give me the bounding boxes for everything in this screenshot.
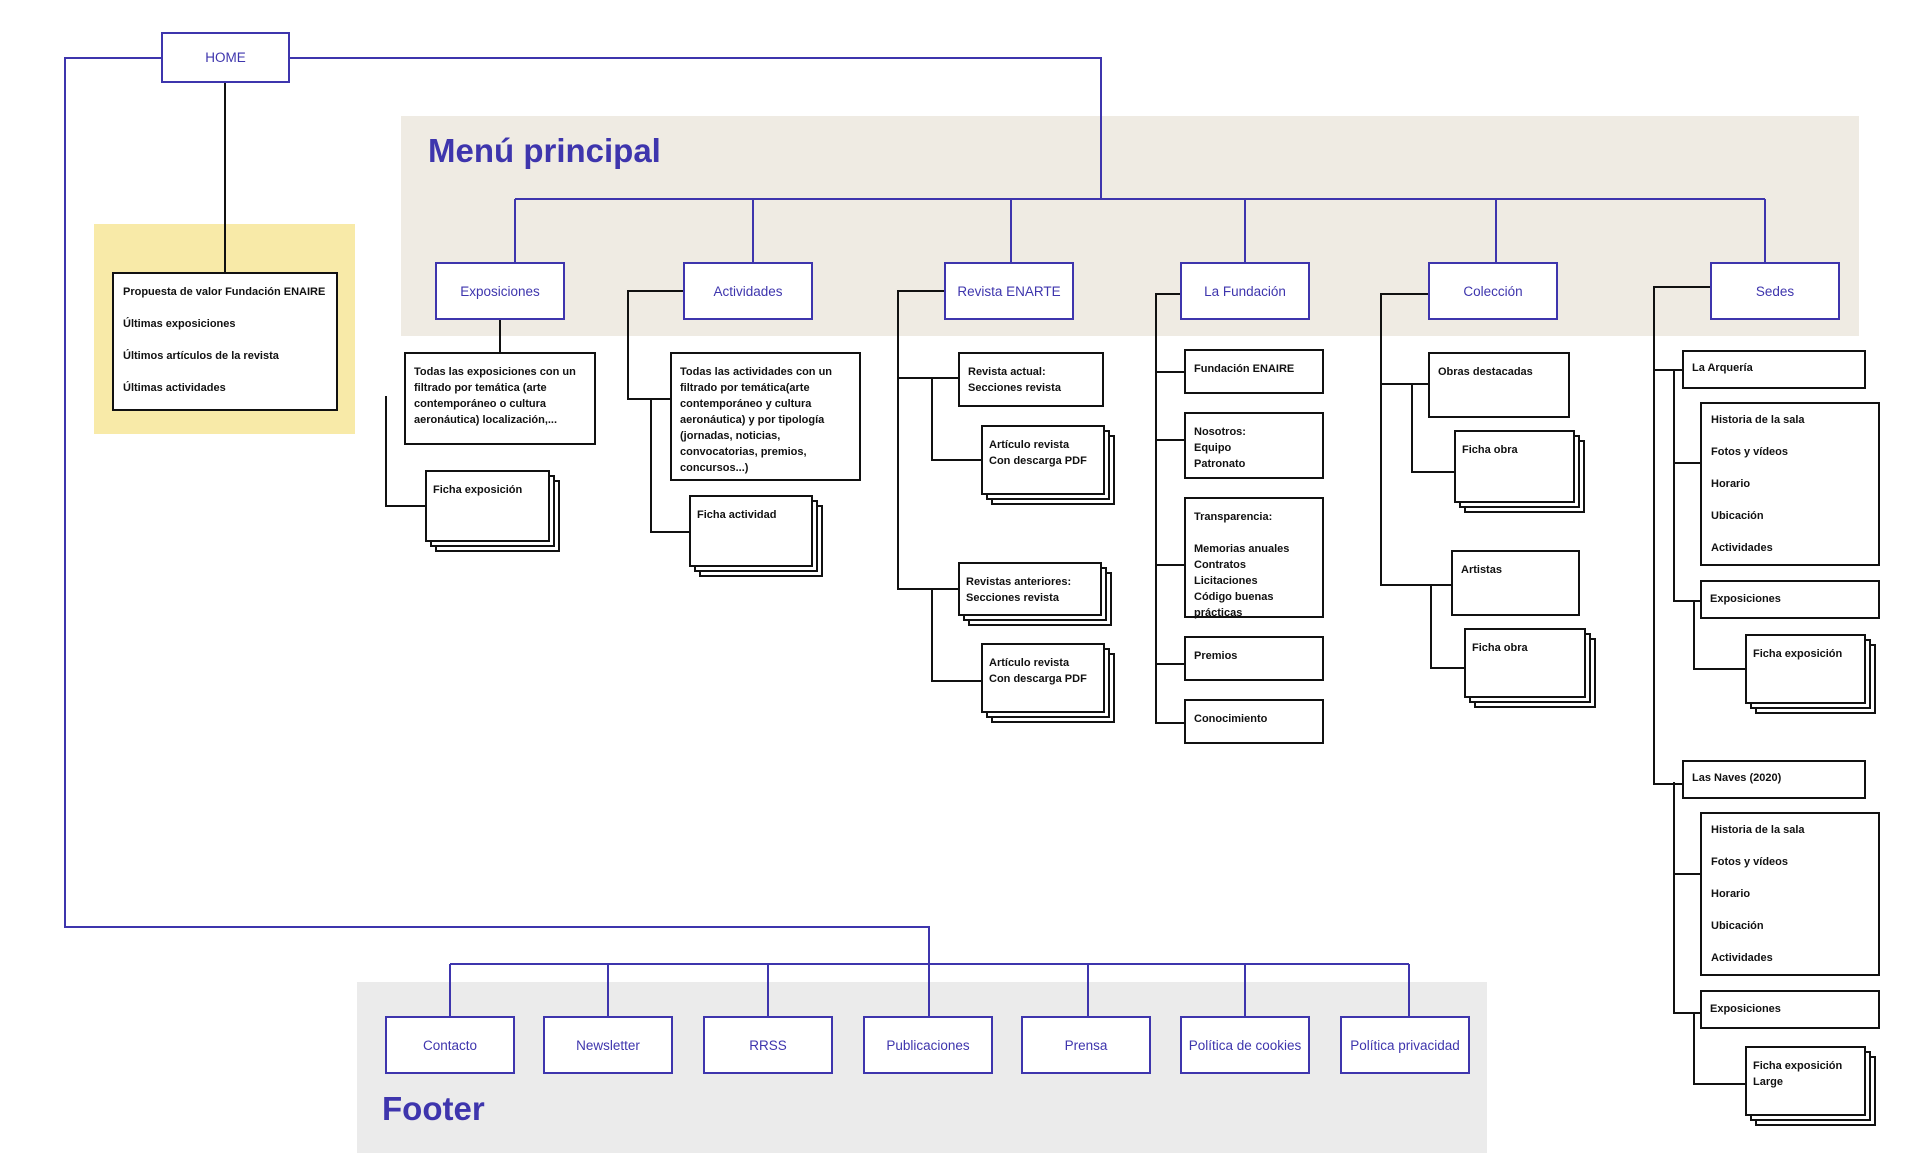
revistas-anteriores-stack[interactable]: Revistas anteriores: Secciones revista — [958, 562, 1112, 626]
footer-item-publicaciones[interactable]: Publicaciones — [863, 1016, 993, 1074]
conocimiento-box[interactable]: Conocimiento — [1184, 699, 1324, 744]
menu-item-revista-enarte[interactable]: Revista ENARTE — [944, 262, 1074, 320]
articulo-revista-actual-stack[interactable]: Artículo revista Con descarga PDF — [981, 425, 1115, 505]
sede-item: Historia de la sala — [1711, 824, 1805, 836]
menu-principal-band — [401, 116, 1859, 336]
arqueria-ficha-exposicion-stack[interactable]: Ficha exposición — [1745, 634, 1876, 714]
las-naves-list: Historia de la sala Fotos y vídeos Horar… — [1700, 812, 1880, 976]
ficha-exposicion-large-card: Ficha exposición Large — [1745, 1046, 1866, 1116]
sede-item: Actividades — [1711, 542, 1773, 554]
home-highlight-item: Propuesta de valor Fundación ENAIRE — [123, 286, 326, 298]
menu-item-la-fundacion[interactable]: La Fundación — [1180, 262, 1310, 320]
transparencia-box[interactable]: Transparencia: Memorias anuales Contrato… — [1184, 497, 1324, 619]
footer-item-politica-privacidad[interactable]: Política privacidad — [1340, 1016, 1470, 1074]
exposiciones-description: Todas las exposiciones con un filtrado p… — [404, 352, 596, 445]
revista-actual-box: Revista actual: Secciones revista — [958, 352, 1104, 407]
footer-item-contacto[interactable]: Contacto — [385, 1016, 515, 1074]
ficha-obra-card: Ficha obra — [1464, 628, 1586, 698]
menu-item-sedes[interactable]: Sedes — [1710, 262, 1840, 320]
artistas-box[interactable]: Artistas — [1451, 550, 1580, 616]
ficha-actividad-stack[interactable]: Ficha actividad — [689, 495, 823, 577]
las-naves-box[interactable]: Las Naves (2020) — [1682, 760, 1866, 799]
revistas-anteriores-card: Revistas anteriores: Secciones revista — [958, 562, 1102, 616]
articulo-revista-card: Artículo revista Con descarga PDF — [981, 425, 1105, 495]
la-arqueria-list: Historia de la sala Fotos y vídeos Horar… — [1700, 402, 1880, 566]
ficha-exposicion-card: Ficha exposición — [425, 470, 550, 542]
sede-item: Historia de la sala — [1711, 414, 1805, 426]
menu-item-exposiciones[interactable]: Exposiciones — [435, 262, 565, 320]
menu-principal-title: Menú principal — [428, 132, 661, 169]
articulo-revista-anterior-stack[interactable]: Artículo revista Con descarga PDF — [981, 643, 1115, 723]
la-arqueria-box[interactable]: La Arquería — [1682, 350, 1866, 389]
fundacion-enaire-box[interactable]: Fundación ENAIRE — [1184, 349, 1324, 394]
sede-item: Horario — [1711, 888, 1751, 900]
ficha-obra-card: Ficha obra — [1454, 430, 1575, 503]
sede-item: Actividades — [1711, 952, 1773, 964]
footer-item-prensa[interactable]: Prensa — [1021, 1016, 1151, 1074]
ficha-actividad-card: Ficha actividad — [689, 495, 813, 567]
articulo-revista-card: Artículo revista Con descarga PDF — [981, 643, 1105, 713]
home-highlights-list: Propuesta de valor Fundación ENAIRE Últi… — [112, 272, 338, 411]
sede-item: Ubicación — [1711, 920, 1764, 932]
naves-ficha-exposicion-stack[interactable]: Ficha exposición Large — [1745, 1046, 1876, 1126]
home-highlight-item: Últimos artículos de la revista — [123, 350, 279, 362]
home-highlight-item: Últimas exposiciones — [123, 318, 236, 330]
sede-item: Fotos y vídeos — [1711, 856, 1789, 868]
sede-item: Fotos y vídeos — [1711, 446, 1789, 458]
footer-item-newsletter[interactable]: Newsletter — [543, 1016, 673, 1074]
menu-item-coleccion[interactable]: Colección — [1428, 262, 1558, 320]
actividades-description: Todas las actividades con un filtrado po… — [670, 352, 861, 481]
sede-item: Horario — [1711, 478, 1751, 490]
premios-box[interactable]: Premios — [1184, 636, 1324, 681]
obras-destacadas-box[interactable]: Obras destacadas — [1428, 352, 1570, 418]
naves-exposiciones-box[interactable]: Exposiciones — [1700, 990, 1880, 1029]
ficha-obra-stack[interactable]: Ficha obra — [1454, 430, 1585, 513]
ficha-obra-artistas-stack[interactable]: Ficha obra — [1464, 628, 1596, 708]
footer-item-rrss[interactable]: RRSS — [703, 1016, 833, 1074]
ficha-exposicion-stack[interactable]: Ficha exposición — [425, 470, 560, 552]
ficha-exposicion-card: Ficha exposición — [1745, 634, 1866, 704]
footer-item-politica-cookies[interactable]: Política de cookies — [1180, 1016, 1310, 1074]
arqueria-exposiciones-box[interactable]: Exposiciones — [1700, 580, 1880, 619]
sede-item: Ubicación — [1711, 510, 1764, 522]
nosotros-box[interactable]: Nosotros: Equipo Patronato — [1184, 412, 1324, 479]
home-highlight-item: Últimas actividades — [123, 382, 226, 394]
home-node[interactable]: HOME — [161, 32, 290, 83]
menu-item-actividades[interactable]: Actividades — [683, 262, 813, 320]
footer-title: Footer — [382, 1090, 485, 1127]
